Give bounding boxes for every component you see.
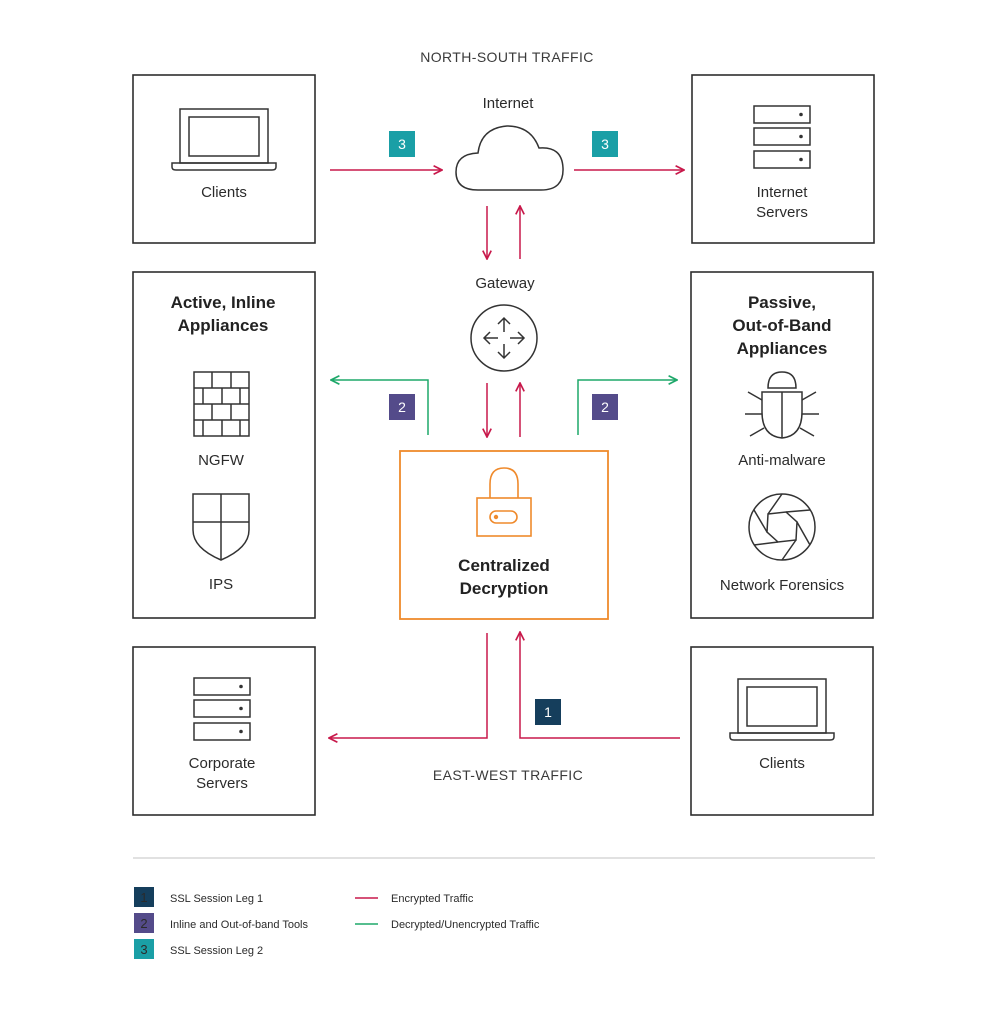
lock-icon (476, 467, 532, 537)
arrow-clients-to-decryption (520, 632, 680, 739)
badge-leg2-right: 3 (592, 131, 618, 157)
server-rack-icon (753, 105, 811, 169)
ips-label: IPS (209, 576, 233, 593)
svg-text:2: 2 (601, 399, 609, 415)
internet-label: Internet (483, 95, 535, 112)
laptop-icon (171, 108, 277, 171)
inline-title-line2: Appliances (178, 316, 269, 335)
network-forensics-label: Network Forensics (720, 577, 844, 594)
legend-item-leg1: 1 SSL Session Leg 1 (134, 887, 263, 907)
legend-label-encrypted: Encrypted Traffic (391, 893, 474, 905)
legend: 1 SSL Session Leg 1 2 Inline and Out-of-… (134, 887, 540, 959)
central-title-line2: Decryption (460, 579, 549, 598)
badge-tools-left: 2 (389, 394, 415, 420)
legend-label-leg2: SSL Session Leg 2 (170, 945, 263, 957)
router-icon (470, 304, 538, 372)
clients-bottom-box: Clients (690, 646, 874, 816)
corporate-servers-box: Corporate Servers (132, 646, 316, 816)
north-south-label: NORTH-SOUTH TRAFFIC (420, 49, 594, 65)
clients-top-box: Clients (132, 74, 316, 244)
svg-text:2: 2 (398, 399, 406, 415)
east-west-label: EAST-WEST TRAFFIC (433, 767, 583, 783)
anti-malware-label: Anti-malware (738, 452, 826, 469)
laptop-icon (729, 678, 835, 741)
internet-servers-box: Internet Servers (691, 74, 875, 244)
centralized-decryption-box: Centralized Decryption (399, 450, 609, 620)
legend-line-encrypted: Encrypted Traffic (355, 893, 474, 905)
svg-text:1: 1 (544, 704, 552, 720)
badge-tools-right: 2 (592, 394, 618, 420)
svg-text:3: 3 (140, 942, 147, 957)
passive-title-line1: Passive, (748, 293, 816, 312)
ngfw-label: NGFW (198, 452, 245, 469)
cloud-icon (455, 125, 564, 191)
legend-item-tools: 2 Inline and Out-of-band Tools (134, 913, 308, 933)
inline-title-line1: Active, Inline (171, 293, 276, 312)
arrow-decryption-to-passive-tools (577, 380, 677, 435)
svg-text:3: 3 (398, 136, 406, 152)
corporate-servers-label-line2: Servers (196, 775, 248, 792)
server-rack-icon (193, 677, 251, 741)
central-title-line1: Centralized (458, 556, 550, 575)
legend-label-leg1: SSL Session Leg 1 (170, 893, 263, 905)
clients-bottom-label: Clients (759, 755, 805, 772)
aperture-icon (748, 493, 816, 561)
arrow-decryption-to-corporate-servers (329, 633, 488, 738)
corporate-servers-label-line1: Corporate (189, 755, 256, 772)
passive-appliances-box: Passive, Out-of-Band Appliances Anti-mal… (690, 271, 874, 619)
arrow-decryption-to-inline-tools (331, 380, 429, 435)
legend-item-leg2: 3 SSL Session Leg 2 (134, 939, 263, 959)
passive-title-line2: Out-of-Band (732, 316, 831, 335)
clients-top-label: Clients (201, 184, 247, 201)
inline-appliances-box: Active, Inline Appliances NGFW IPS (132, 271, 316, 619)
svg-text:1: 1 (140, 890, 147, 905)
internet-servers-label-line2: Servers (756, 204, 808, 221)
shield-icon (192, 493, 250, 561)
legend-line-decrypted: Decrypted/Unencrypted Traffic (355, 919, 540, 931)
gateway-label: Gateway (475, 275, 535, 292)
passive-title-line3: Appliances (737, 339, 828, 358)
badge-leg2-left: 3 (389, 131, 415, 157)
badge-leg1: 1 (535, 699, 561, 725)
svg-text:2: 2 (140, 916, 147, 931)
legend-label-decrypted: Decrypted/Unencrypted Traffic (391, 919, 540, 931)
internet-servers-label-line1: Internet (757, 184, 809, 201)
bug-icon (745, 371, 819, 439)
firewall-icon (193, 371, 250, 437)
svg-text:3: 3 (601, 136, 609, 152)
legend-label-tools: Inline and Out-of-band Tools (170, 919, 308, 931)
